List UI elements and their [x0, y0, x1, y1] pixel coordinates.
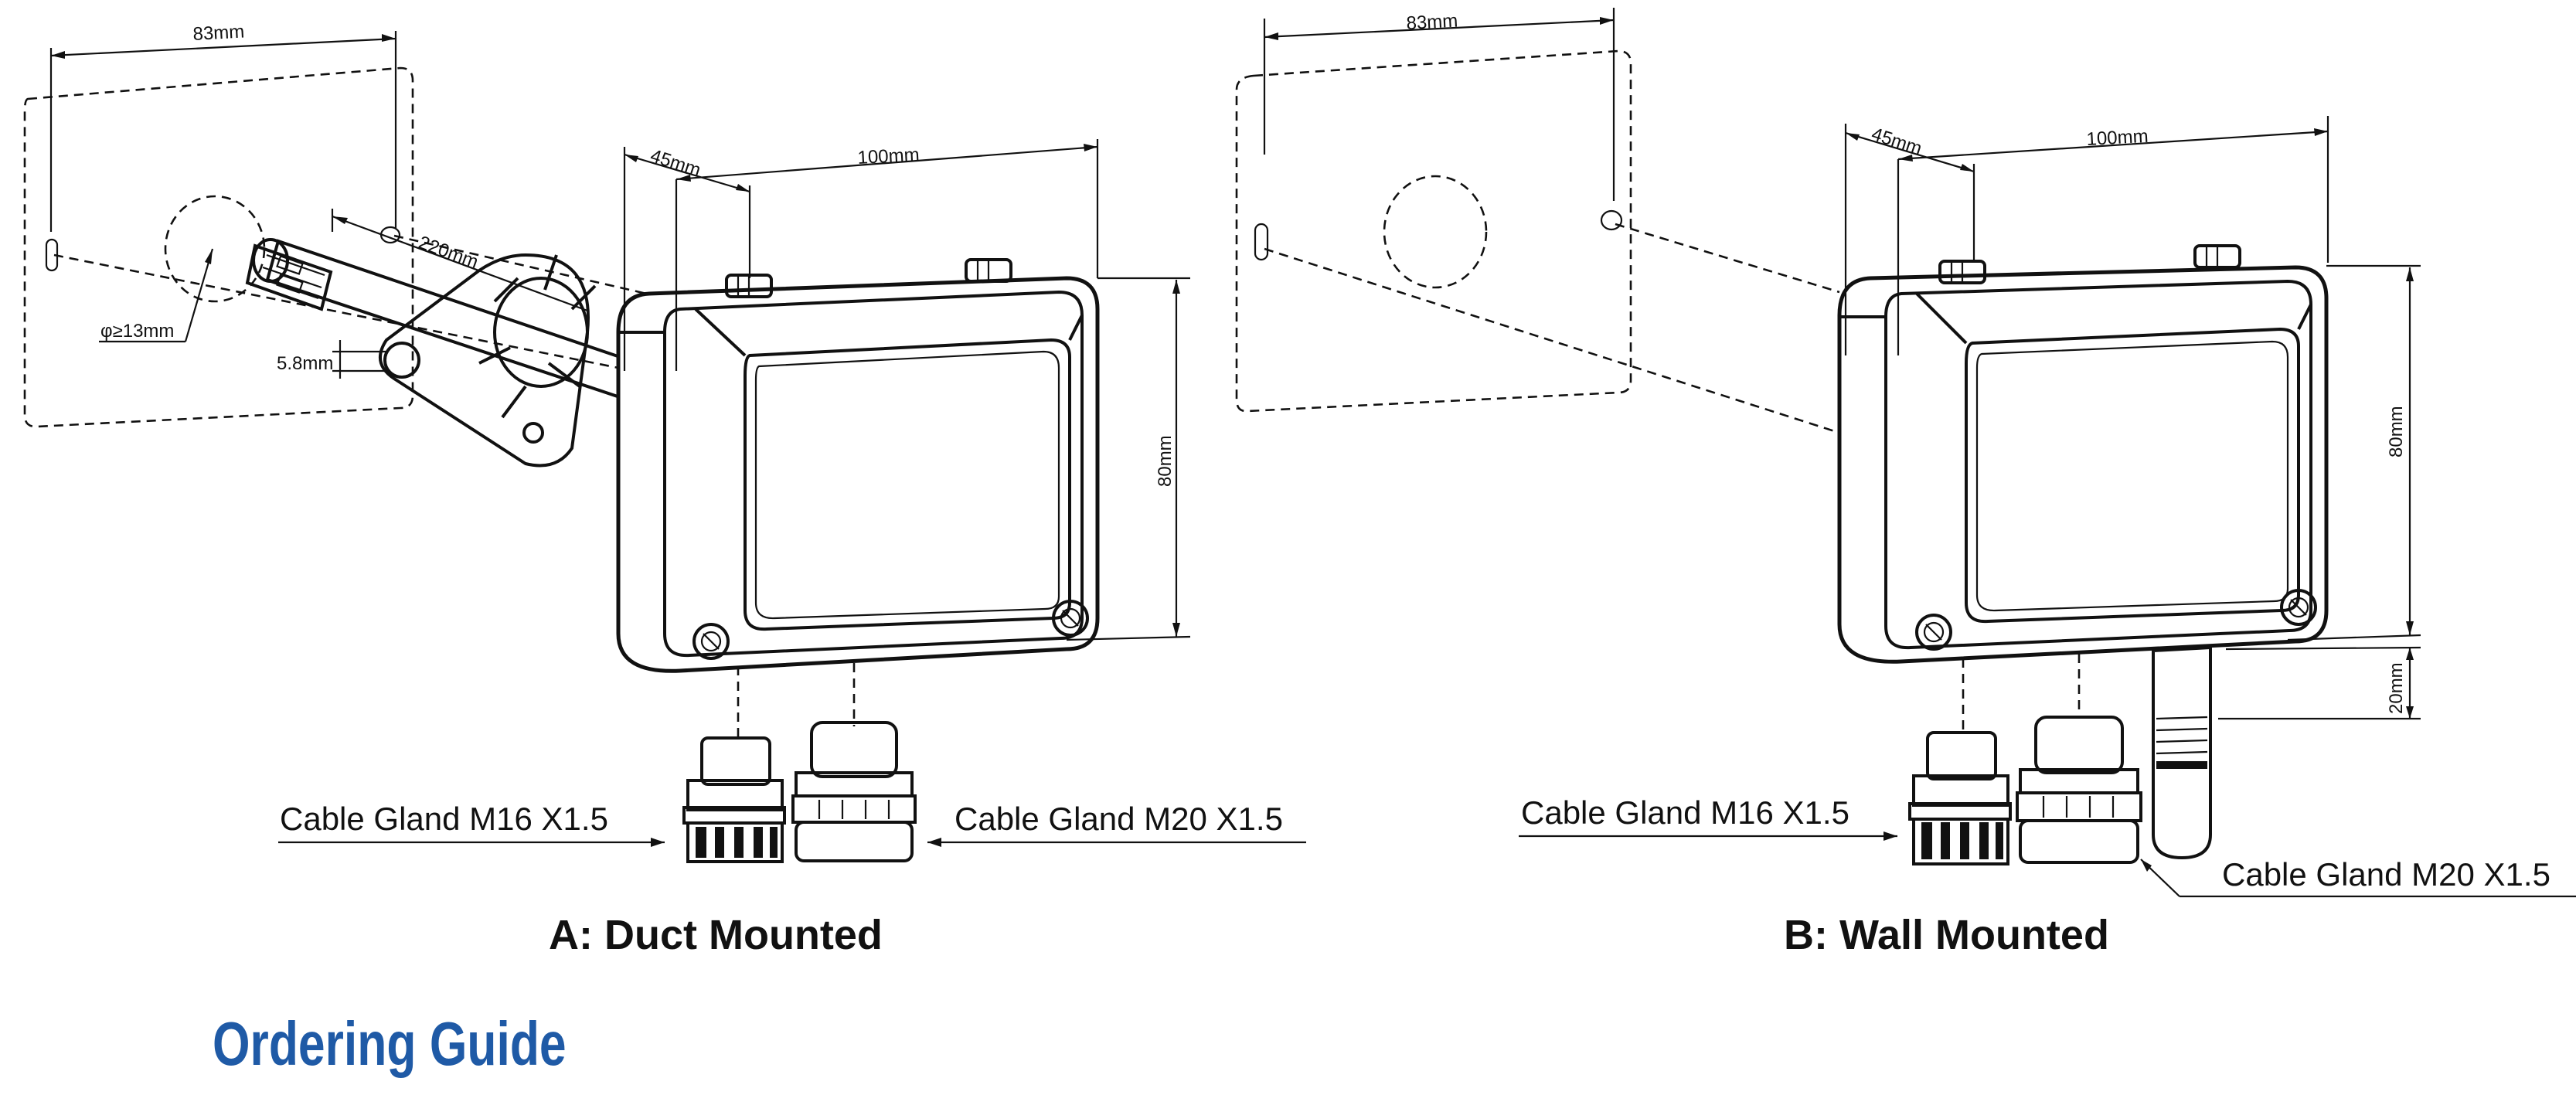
wall-hole-outline [1383, 175, 1488, 289]
duct-dim-height: 80mm [1155, 435, 1176, 487]
wall-gland-m20 [2016, 716, 2142, 864]
wall-enclosure [1837, 244, 2329, 664]
duct-caption: A: Duct Mounted [549, 912, 883, 958]
wall-dim-height: 80mm [2386, 406, 2407, 457]
duct-dim-width: 100mm [857, 145, 920, 168]
wall-dim-width: 100mm [2086, 126, 2149, 150]
wall-caption: B: Wall Mounted [1784, 912, 2109, 958]
duct-dim-probe-length: 220mm [416, 232, 481, 273]
wall-dim-plate-width: 83mm [1406, 11, 1458, 34]
duct-plate-outline [23, 66, 414, 428]
wall-dim-depth: 45mm [1869, 124, 1924, 159]
wall-plate-slot-right [1600, 209, 1623, 231]
wall-gland-m16 [1908, 731, 2012, 865]
duct-hole-outline [164, 195, 266, 303]
duct-dim-depth: 45mm [648, 145, 703, 181]
wall-plate-outline [1235, 49, 1632, 413]
duct-dim-plate-width: 83mm [192, 22, 245, 45]
duct-label-gland-m20: Cable Gland M20 X1.5 [955, 801, 1283, 837]
duct-flange [379, 253, 597, 468]
duct-enclosure [616, 258, 1100, 673]
wall-plate-slot-left [1254, 223, 1269, 261]
duct-label-gland-m16: Cable Gland M16 X1.5 [280, 801, 608, 837]
diagram-wall-mounted: 83mm 45mm [1235, 8, 2576, 958]
duct-gland-m16 [682, 736, 786, 863]
wall-probe [2152, 645, 2212, 860]
diagram-duct-mounted: 83mm φ≥13mm 5.8mm 220mm [23, 22, 1306, 958]
duct-probe [245, 238, 636, 401]
duct-dim-hole: φ≥13mm [100, 321, 174, 342]
wall-label-gland-m16: Cable Gland M16 X1.5 [1521, 794, 1849, 831]
wall-dim-probe-length: 20mm [2386, 662, 2407, 714]
duct-dim-slot: 5.8mm [277, 353, 333, 374]
section-heading: Ordering Guide [213, 1009, 567, 1078]
duct-gland-m20 [791, 721, 917, 862]
wall-label-gland-m20: Cable Gland M20 X1.5 [2222, 856, 2550, 893]
